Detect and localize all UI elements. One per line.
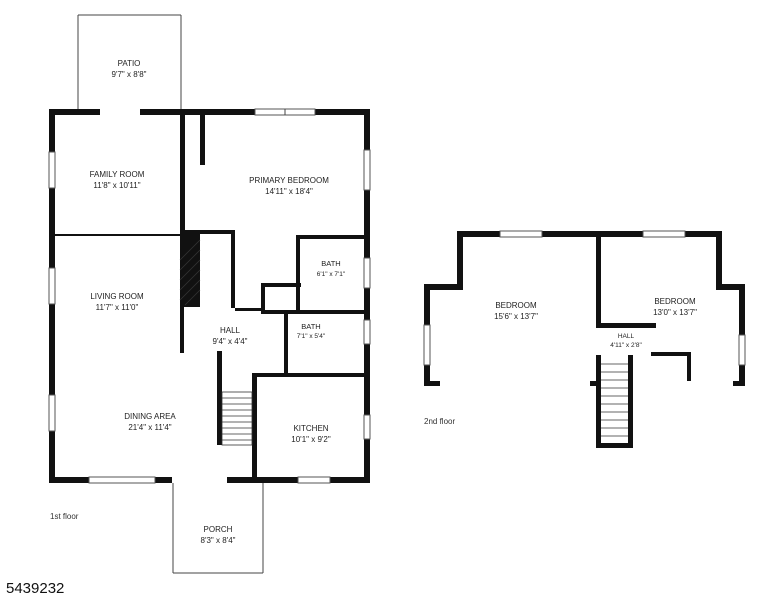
svg-text:PATIO: PATIO (118, 59, 141, 68)
fireplace-hatch (179, 239, 201, 306)
room-label-living-room: LIVING ROOM 11'7" x 11'0" (90, 292, 144, 312)
room-label-kitchen: KITCHEN 10'1" x 9'2" (291, 424, 331, 444)
svg-text:DINING AREA: DINING AREA (124, 412, 176, 421)
first-floor-label: 1st floor (50, 512, 79, 521)
room-label-bedroom-2: BEDROOM 13'0" x 13'7" (653, 297, 697, 317)
svg-text:9'4" x 4'4": 9'4" x 4'4" (213, 337, 248, 346)
room-label-primary-bedroom: PRIMARY BEDROOM 14'11" x 18'4" (249, 176, 329, 196)
svg-text:15'6" x 13'7": 15'6" x 13'7" (494, 312, 538, 321)
svg-text:8'3" x 8'4": 8'3" x 8'4" (201, 536, 236, 545)
second-floor-walls (424, 231, 745, 448)
svg-text:21'4" x 11'4": 21'4" x 11'4" (128, 423, 171, 432)
second-floor-stairs (601, 363, 628, 437)
first-floor-plan: PATIO 9'7" x 8'8" FAMILY ROOM 11'8" x 10… (48, 14, 371, 574)
svg-text:14'11" x 18'4": 14'11" x 18'4" (265, 187, 313, 196)
svg-text:BEDROOM: BEDROOM (654, 297, 696, 306)
second-floor-windows (423, 230, 746, 386)
first-floor-windows (48, 108, 371, 484)
svg-text:KITCHEN: KITCHEN (293, 424, 328, 433)
svg-text:BATH: BATH (321, 259, 340, 268)
svg-text:FAMILY ROOM: FAMILY ROOM (90, 170, 145, 179)
room-label-second-floor-hall: HALL 4'11" x 2'8" (610, 333, 642, 349)
svg-text:13'0" x 13'7": 13'0" x 13'7" (653, 308, 697, 317)
room-label-family-room: FAMILY ROOM 11'8" x 10'11" (90, 170, 145, 190)
svg-text:11'8" x 10'11": 11'8" x 10'11" (93, 181, 140, 190)
room-label-bedroom-1: BEDROOM 15'6" x 13'7" (494, 301, 538, 321)
svg-text:PORCH: PORCH (204, 525, 233, 534)
svg-text:HALL: HALL (220, 326, 241, 335)
second-floor-plan: BEDROOM 15'6" x 13'7" BEDROOM 13'0" x 13… (423, 230, 746, 448)
patio-outline (77, 14, 182, 109)
svg-text:10'1" x 9'2": 10'1" x 9'2" (291, 435, 331, 444)
room-label-bath-2: BATH 7'1" x 5'4" (297, 322, 326, 340)
svg-text:HALL: HALL (618, 333, 635, 340)
svg-text:6'1" x 7'1": 6'1" x 7'1" (317, 271, 346, 278)
first-floor-stairs (221, 391, 253, 446)
svg-text:9'7" x 8'8": 9'7" x 8'8" (112, 70, 147, 79)
room-label-bath-1: BATH 6'1" x 7'1" (317, 259, 346, 278)
svg-text:LIVING ROOM: LIVING ROOM (90, 292, 144, 301)
listing-id: 5439232 (6, 580, 65, 597)
svg-text:11'7" x 11'0": 11'7" x 11'0" (96, 303, 139, 312)
room-label-dining-area: DINING AREA 21'4" x 11'4" (124, 412, 176, 432)
interior-walls (55, 115, 364, 477)
room-label-patio: PATIO 9'7" x 8'8" (112, 59, 147, 79)
svg-text:PRIMARY BEDROOM: PRIMARY BEDROOM (249, 176, 329, 185)
room-label-porch: PORCH 8'3" x 8'4" (201, 525, 236, 545)
room-label-hall: HALL 9'4" x 4'4" (213, 326, 248, 346)
svg-text:BEDROOM: BEDROOM (495, 301, 537, 310)
svg-text:4'11" x 2'8": 4'11" x 2'8" (610, 342, 642, 349)
svg-text:7'1" x 5'4": 7'1" x 5'4" (297, 333, 326, 340)
porch-outline (172, 481, 264, 574)
second-floor-label: 2nd floor (424, 417, 455, 426)
svg-text:BATH: BATH (301, 322, 320, 331)
